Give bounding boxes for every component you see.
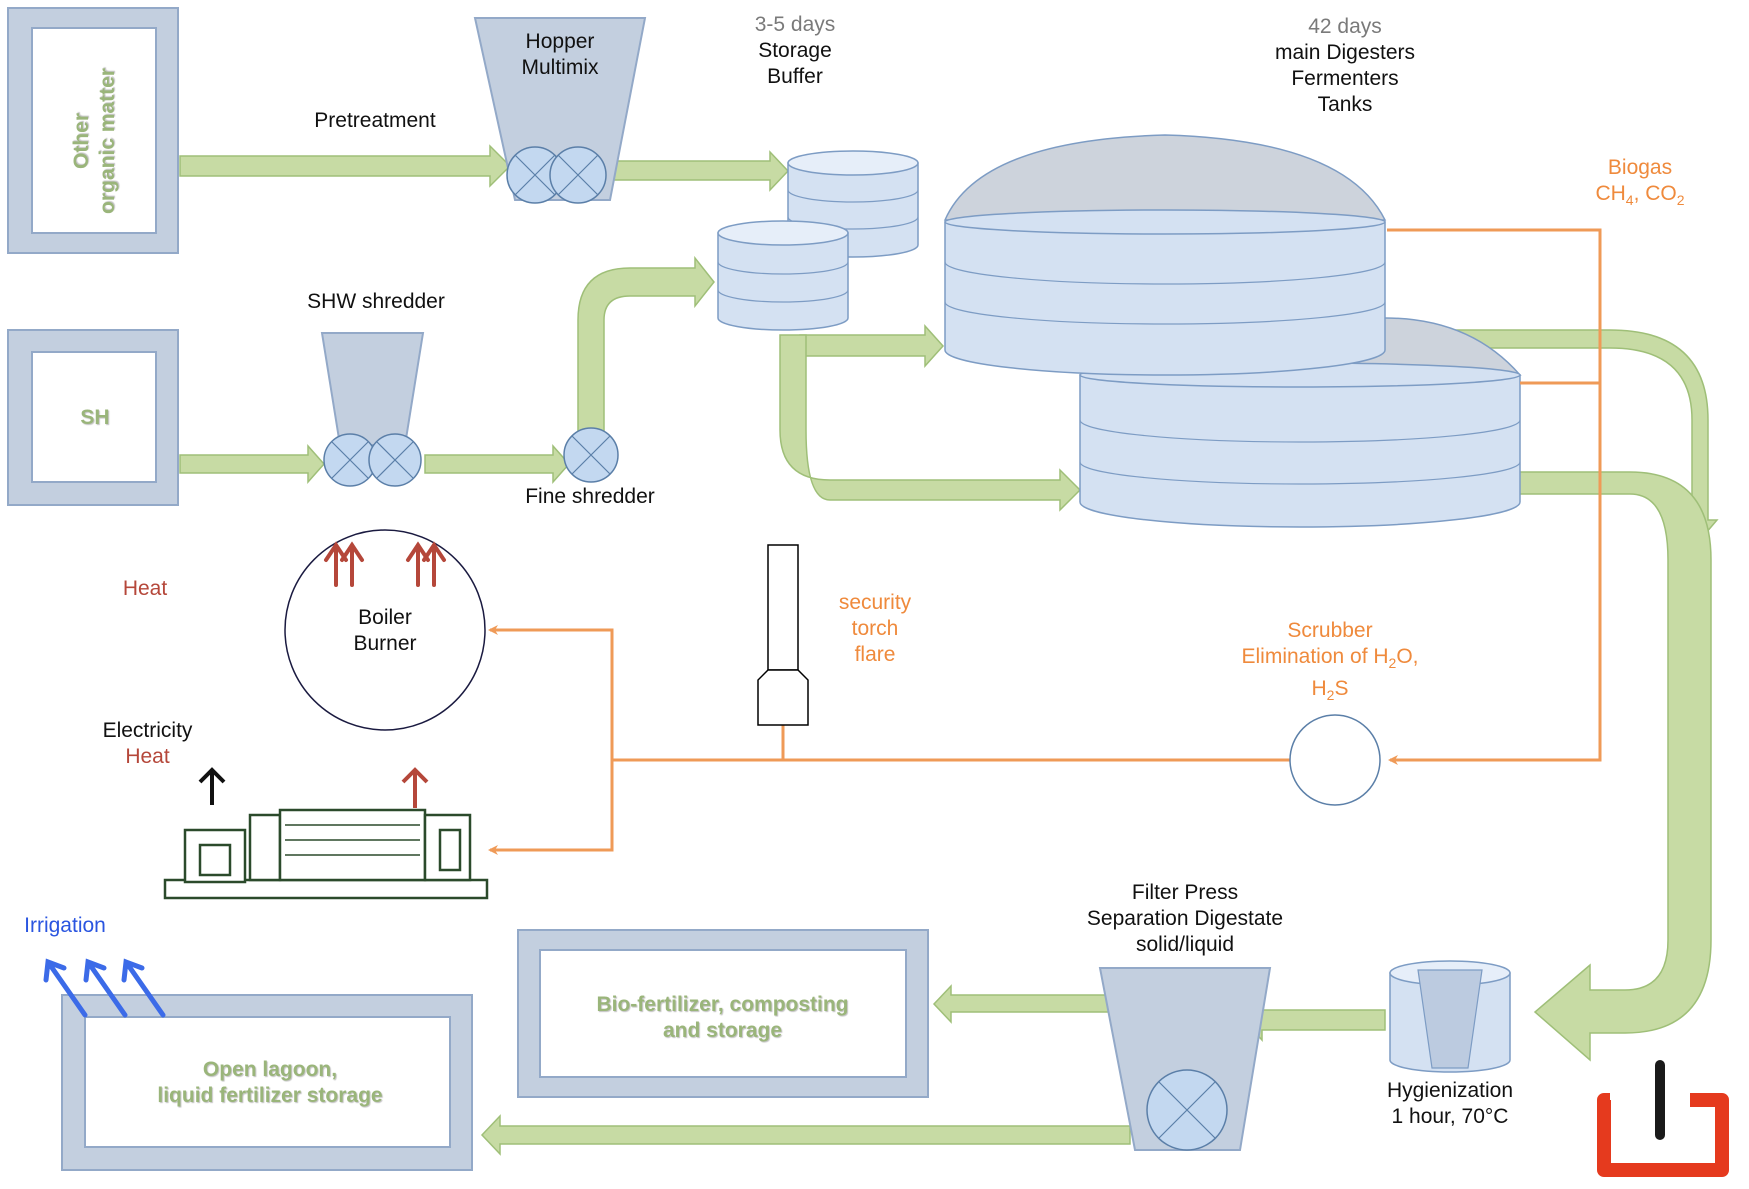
biogas-line2: CH4, CO2 — [1585, 181, 1695, 213]
hopper-multimix — [473, 17, 647, 204]
boiler-line1: Boiler — [358, 606, 412, 629]
lagoon-box — [61, 994, 473, 1171]
boiler-label: Boiler Burner — [325, 605, 445, 657]
digesters-line3: Tanks — [1317, 93, 1373, 116]
other-organic-label: Other organic matter — [69, 66, 121, 216]
storage-label: 3-5 days Storage Buffer — [735, 12, 855, 90]
hopper-label: Hopper Multimix — [500, 29, 620, 81]
digesters-duration: 42 days — [1308, 15, 1382, 38]
sh-box — [7, 329, 179, 506]
scrubber-line1: Scrubber — [1287, 619, 1373, 642]
digesters-label: 42 days main Digesters Fermenters Tanks — [1255, 14, 1435, 118]
sh-label: SH — [80, 406, 110, 429]
pipe-pretreatment-arrow — [179, 144, 512, 188]
hygienization-line1: Hygienization — [1386, 1079, 1514, 1102]
biogas-lines — [488, 228, 1602, 855]
filter-line3: solid/liquid — [1135, 933, 1235, 956]
hygienization-line2: 1 hour, 70°C — [1391, 1105, 1509, 1128]
digesters-line1: main Digesters — [1274, 41, 1416, 64]
flare-line3: flare — [854, 643, 896, 666]
other-organic-box — [7, 7, 179, 254]
filter-line2: Separation Digestate — [1086, 907, 1284, 930]
electricity-arrow — [198, 767, 226, 805]
scrubber-o: O, — [1396, 645, 1419, 668]
scrubber-sub-2b: 2 — [1326, 687, 1335, 704]
scrubber-line3: H2S — [1220, 676, 1440, 708]
pipe-filter-biofertilizer-arrow — [932, 984, 1111, 1024]
storage-tank-front — [717, 220, 849, 331]
flare-line2: torch — [851, 617, 899, 640]
hopper-line2: Multimix — [521, 56, 599, 79]
lagoon-line2: liquid fertilizer storage — [157, 1084, 383, 1107]
irrigation-arrows — [43, 958, 166, 1018]
chp-line1: Electricity — [102, 719, 193, 742]
pipe-hopper-storage-arrow — [609, 150, 790, 192]
other-organic-line2: organic matter — [96, 68, 119, 214]
pretreatment-label: Pretreatment — [314, 109, 436, 132]
chp-engine — [163, 808, 489, 900]
scrubber-unit — [1289, 714, 1381, 806]
storage-duration: 3-5 days — [754, 13, 836, 36]
pipe-filter-lagoon-arrow — [480, 1114, 1131, 1156]
biogas-ch: CH — [1595, 182, 1626, 205]
biofertilizer-line2: and storage — [662, 1019, 783, 1042]
pipe-sh-shredder-arrow — [179, 444, 326, 484]
pipe-storage-digester1-arrow — [799, 324, 945, 368]
biogas-sub-2: 2 — [1676, 192, 1685, 209]
fine-shredder — [563, 427, 619, 483]
pipe-fine-storage-arrow — [577, 255, 715, 441]
filter-press — [1098, 967, 1272, 1151]
lagoon-label: Open lagoon, liquid fertilizer storage — [120, 1057, 420, 1109]
pipe-network — [179, 144, 1719, 1156]
scrubber-h: H — [1311, 677, 1327, 701]
filter-line1: Filter Press — [1131, 881, 1239, 904]
pipe-shredder-fine-arrow — [424, 444, 571, 484]
boiler-line2: Burner — [353, 632, 417, 655]
irrigation-label: Irrigation — [24, 914, 106, 937]
scrubber-sub-2a: 2 — [1388, 655, 1397, 672]
biogas-line1: Biogas — [1607, 156, 1673, 179]
storage-line2: Buffer — [767, 65, 823, 88]
scrubber-line2: Elimination of H2O, — [1220, 644, 1440, 676]
digesters-line2: Fermenters — [1291, 67, 1399, 90]
scrubber-s: S — [1334, 677, 1349, 701]
biofertilizer-line1: Bio-fertilizer, composting — [596, 993, 849, 1016]
storage-line1: Storage — [758, 39, 832, 62]
boiler-heat-arrows — [324, 541, 446, 587]
biofertilizer-label: Bio-fertilizer, composting and storage — [560, 992, 885, 1044]
biofertilizer-box — [517, 929, 929, 1098]
biogas-sub-4: 4 — [1625, 192, 1634, 209]
scrubber-elim: Elimination of H — [1241, 645, 1389, 668]
chp-heat-arrow — [401, 767, 429, 808]
flare-line1: security — [838, 591, 912, 614]
flare-label: security torch flare — [820, 590, 930, 668]
filter-press-label: Filter Press Separation Digestate solid/… — [1070, 880, 1300, 958]
pipe-hygienization-filter-arrow — [1242, 998, 1386, 1042]
boiler-heat-label: Heat — [122, 577, 168, 600]
chp-line2: Heat — [125, 745, 170, 768]
hygienization-label: Hygienization 1 hour, 70°C — [1375, 1078, 1525, 1130]
lagoon-line1: Open lagoon, — [202, 1058, 338, 1081]
hygienization-tank — [1389, 960, 1511, 1073]
biogas-co: , CO — [1633, 182, 1677, 205]
pipe-digester2-hygienization-arrow — [1514, 471, 1712, 1062]
other-organic-line1: Other — [70, 113, 93, 170]
shw-shredder-label: SHW shredder — [307, 290, 445, 313]
pipe-storage-digester2-arrow — [779, 334, 1082, 512]
hopper-line1: Hopper — [525, 30, 595, 53]
security-flare — [757, 544, 809, 726]
digester-front — [943, 134, 1387, 376]
biogas-label: Biogas CH4, CO2 — [1585, 155, 1695, 213]
logo-icon — [1597, 1060, 1729, 1177]
shw-shredder — [320, 332, 425, 487]
chp-label: Electricity Heat — [90, 718, 205, 770]
fine-shredder-label: Fine shredder — [525, 485, 655, 508]
scrubber-label: Scrubber Elimination of H2O, H2S — [1220, 618, 1440, 708]
